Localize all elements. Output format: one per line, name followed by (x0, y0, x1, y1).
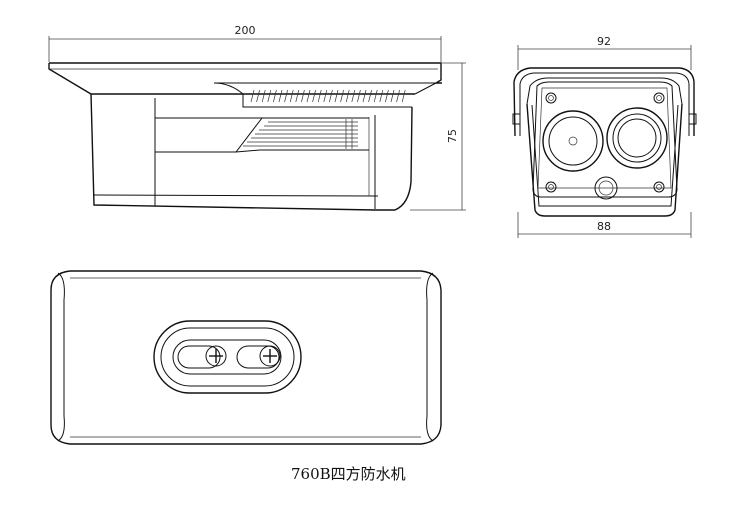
drawing-caption: 760B四方防水机 (291, 465, 406, 483)
vent-slot (345, 89, 350, 103)
vent-slot (368, 89, 372, 103)
vent-slot (295, 89, 300, 103)
dimension-label-75: 75 (446, 129, 459, 143)
vent-slot (362, 89, 367, 103)
front-view: 92 (512, 35, 697, 238)
vent-slot (334, 89, 339, 103)
side-view: 200 (48, 24, 466, 211)
dimension-height-side: 75 (410, 62, 466, 211)
vent-slot (373, 89, 378, 103)
light-sensor (594, 176, 618, 200)
vent-slot (278, 89, 283, 103)
dimension-width-side: 200 (48, 24, 442, 62)
vent-slot (340, 89, 344, 103)
vent-slot (385, 89, 389, 103)
vent-slot (323, 89, 328, 103)
dimension-width-front-top: 92 (517, 35, 692, 70)
lens-right (606, 107, 668, 169)
front-screw (653, 181, 665, 193)
vent-slot (267, 89, 272, 103)
front-screw (653, 92, 665, 104)
vent-slot (390, 89, 395, 103)
vent-slot (306, 89, 311, 103)
vent-slot (301, 89, 305, 103)
vent-slots (250, 89, 406, 103)
vent-slot (379, 89, 384, 103)
screw-icon (205, 345, 227, 367)
vent-slot (261, 89, 266, 103)
dimension-label-92: 92 (597, 35, 611, 48)
vent-slot (317, 89, 322, 103)
dimension-label-200: 200 (235, 24, 256, 37)
mount-plate (153, 320, 302, 394)
dimension-label-88: 88 (597, 220, 611, 233)
vent-slot (250, 89, 255, 103)
lens-left (542, 110, 604, 172)
front-screw (545, 181, 557, 193)
vent-slot (401, 89, 406, 103)
vent-slot (351, 89, 356, 103)
vent-slot (396, 89, 400, 103)
front-screw (545, 92, 557, 104)
top-view (50, 270, 442, 445)
vent-slot (273, 89, 277, 103)
vent-slot (284, 89, 288, 103)
dimension-width-front-bottom: 88 (517, 212, 692, 238)
vent-slot (329, 89, 333, 103)
vent-slot (289, 89, 294, 103)
vent-slot (312, 89, 316, 103)
vent-slot (256, 89, 260, 103)
vent-slot (357, 89, 361, 103)
screw-icon (259, 345, 281, 367)
